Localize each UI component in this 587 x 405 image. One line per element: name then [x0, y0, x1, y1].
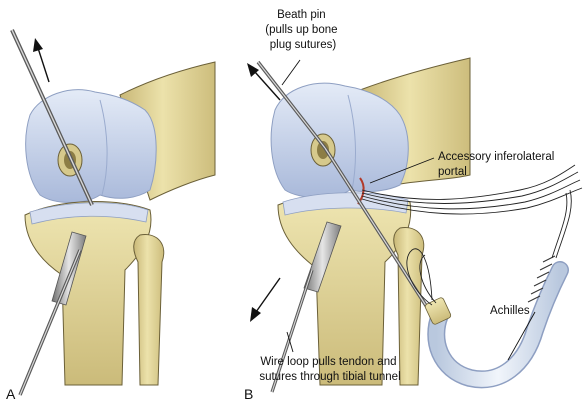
sutures [361, 164, 583, 215]
graft-passer-rod [323, 147, 434, 316]
pull-arrow-a [33, 38, 50, 83]
tibial-guide-sleeve-b [303, 221, 342, 293]
beath-pin-b [256, 60, 327, 150]
leader-lines [281, 59, 536, 361]
tibia [24, 201, 152, 386]
label-accessory-portal: Accessory inferolateral portal [438, 151, 558, 178]
label-achilles: Achilles [490, 305, 530, 317]
beath-pin-a [10, 29, 94, 206]
pull-arrow-b-up [247, 63, 281, 101]
panel-label-b: B [244, 386, 253, 402]
tibial-guide-sleeve [51, 231, 87, 306]
fibula [133, 234, 165, 386]
panel-label-a: A [6, 386, 16, 402]
label-wire-loop: Wire loop pulls tendon and sutures throu… [259, 356, 400, 383]
panel-a: A [6, 29, 216, 402]
wire-loop-b [270, 269, 314, 393]
femoral-condyles [25, 89, 157, 203]
label-beath-pin: Beath pin (pulls up bone plug sutures) [265, 9, 340, 51]
wire-a [18, 249, 82, 396]
pull-arrow-b-down [250, 277, 281, 322]
femoral-condyles-b [270, 82, 409, 198]
achilles-tendon-graft [406, 189, 572, 389]
panel-b: Beath pin (pulls up bone plug sutures) A… [244, 9, 583, 402]
